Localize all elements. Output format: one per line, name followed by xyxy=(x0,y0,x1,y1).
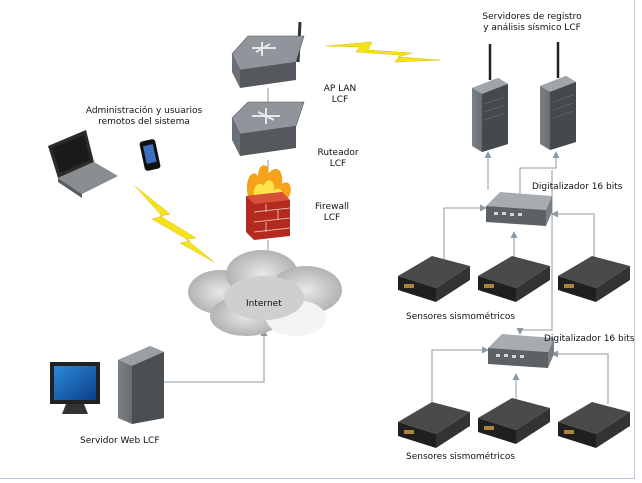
digitizer-2-icon xyxy=(488,334,554,368)
ap-lan-icon xyxy=(231,21,305,88)
seismic-server-1-icon xyxy=(472,44,508,152)
internet-cloud-icon xyxy=(188,250,342,336)
sensor-5-icon xyxy=(478,398,550,444)
digitizer-1-label: Digitalizador 16 bits xyxy=(532,182,623,192)
sensor-2-icon xyxy=(478,256,550,302)
monitor-icon xyxy=(50,362,100,414)
sensor-3-icon xyxy=(558,256,630,302)
firewall-icon xyxy=(246,165,291,240)
mobile-phone-icon xyxy=(139,139,161,171)
frame-right xyxy=(634,0,635,478)
web-server-icon xyxy=(118,346,164,424)
sensors-1-label: Sensores sismométricos xyxy=(406,312,516,322)
connectors xyxy=(160,88,609,404)
sensors-2-label: Sensores sismométricos xyxy=(406,452,516,462)
ap-lan-label: AP LAN LCF xyxy=(323,84,357,105)
sensor-1-icon xyxy=(398,256,470,302)
digitizer-1-icon xyxy=(486,192,552,226)
seismic-server-2-icon xyxy=(540,42,576,150)
wireless-link-left xyxy=(134,185,215,263)
router-label: Ruteador LCF xyxy=(317,148,359,169)
router-icon xyxy=(231,101,305,156)
digitizer-2-label: Digitalizador 16 bits xyxy=(544,334,635,344)
sensor-4-icon xyxy=(398,402,470,448)
web-server-label: Servidor Web LCF xyxy=(80,436,160,446)
frame-bottom xyxy=(0,478,635,479)
sensor-6-icon xyxy=(558,402,630,448)
laptop-icon xyxy=(48,130,118,198)
wireless-link-top xyxy=(325,41,441,63)
servers-label: Servidores de registro y análisis sísmic… xyxy=(482,12,582,33)
internet-label: Internet xyxy=(246,299,282,309)
firewall-label: Firewall LCF xyxy=(315,202,349,223)
admin-label: Administración y usuarios remotos del si… xyxy=(85,106,203,127)
